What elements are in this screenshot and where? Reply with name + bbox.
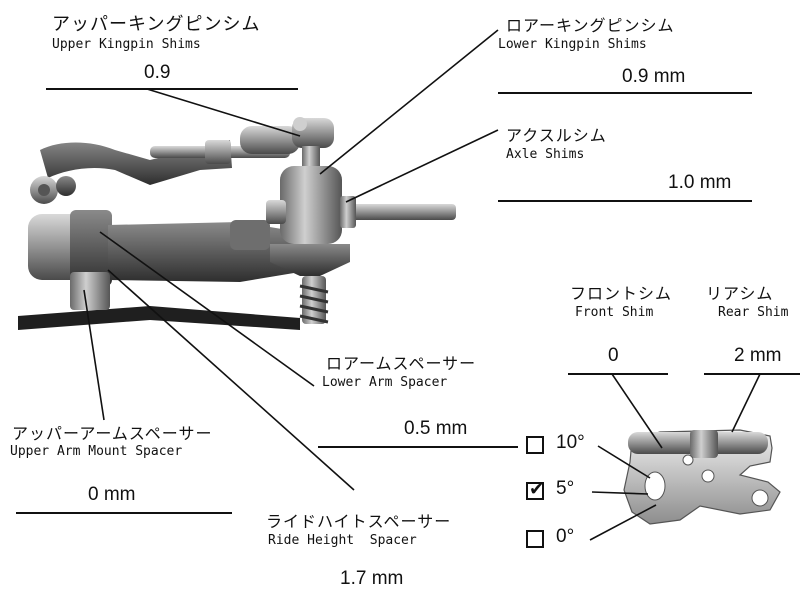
ride-height-spacer-title-en: Ride Height Spacer [268,533,417,548]
lower-arm-spacer-title-jp: ロアームスペーサー [326,354,477,373]
lower-kingpin-value: 0.9 mm [622,66,686,87]
upper-kingpin-title-jp: アッパーキングピンシム [52,14,261,35]
upper-arm-mount-spacer-title-jp: アッパーアームスペーサー [12,424,213,443]
angle-0-checkbox[interactable] [526,530,544,548]
angle-0-label: 0° [556,526,575,547]
upper-arm [30,126,300,204]
upper-kingpin-value: 0.9 [144,62,171,83]
value-underlines [16,88,800,514]
upper-arm-mount-spacer-value: 0 mm [88,484,136,505]
rear-shim-title-jp: リアシム [706,284,774,303]
front-shim-title-jp: フロントシム [570,284,673,303]
lower-kingpin-title-jp: ロアーキングピンシム [506,16,675,35]
angle-10-checkbox[interactable] [526,436,544,454]
lower-arm [28,210,320,310]
leader-lines [83,29,761,541]
caster-block [623,429,781,525]
front-shim-value: 0 [608,345,619,366]
upper-kingpin-title-en: Upper Kingpin Shims [52,37,201,52]
rear-shim-value: 2 mm [734,345,782,366]
chassis-plate [18,306,300,330]
steering-knuckle [266,117,456,324]
axle-title-jp: アクスルシム [506,126,607,145]
axle-title-en: Axle Shims [506,147,585,162]
angle-5-label: 5° [556,478,575,499]
front-shim-title-en: Front Shim [575,305,654,320]
angle-10-label: 10° [556,432,585,453]
lower-arm-spacer-title-en: Lower Arm Spacer [322,375,448,390]
axle-value: 1.0 mm [668,172,732,193]
ride-height-spacer-value: 1.7 mm [340,568,404,589]
rear-shim-title-en: Rear Shim [718,305,789,320]
lower-arm-spacer-value: 0.5 mm [404,418,468,439]
lower-kingpin-title-en: Lower Kingpin Shims [498,37,647,52]
upper-arm-mount-spacer-title-en: Upper Arm Mount Spacer [10,444,183,459]
ride-height-spacer-title-jp: ライドハイトスペーサー [266,512,452,531]
checkmark-icon: ✔ [529,479,545,500]
angle-5-checkbox[interactable]: ✔ [526,479,545,500]
